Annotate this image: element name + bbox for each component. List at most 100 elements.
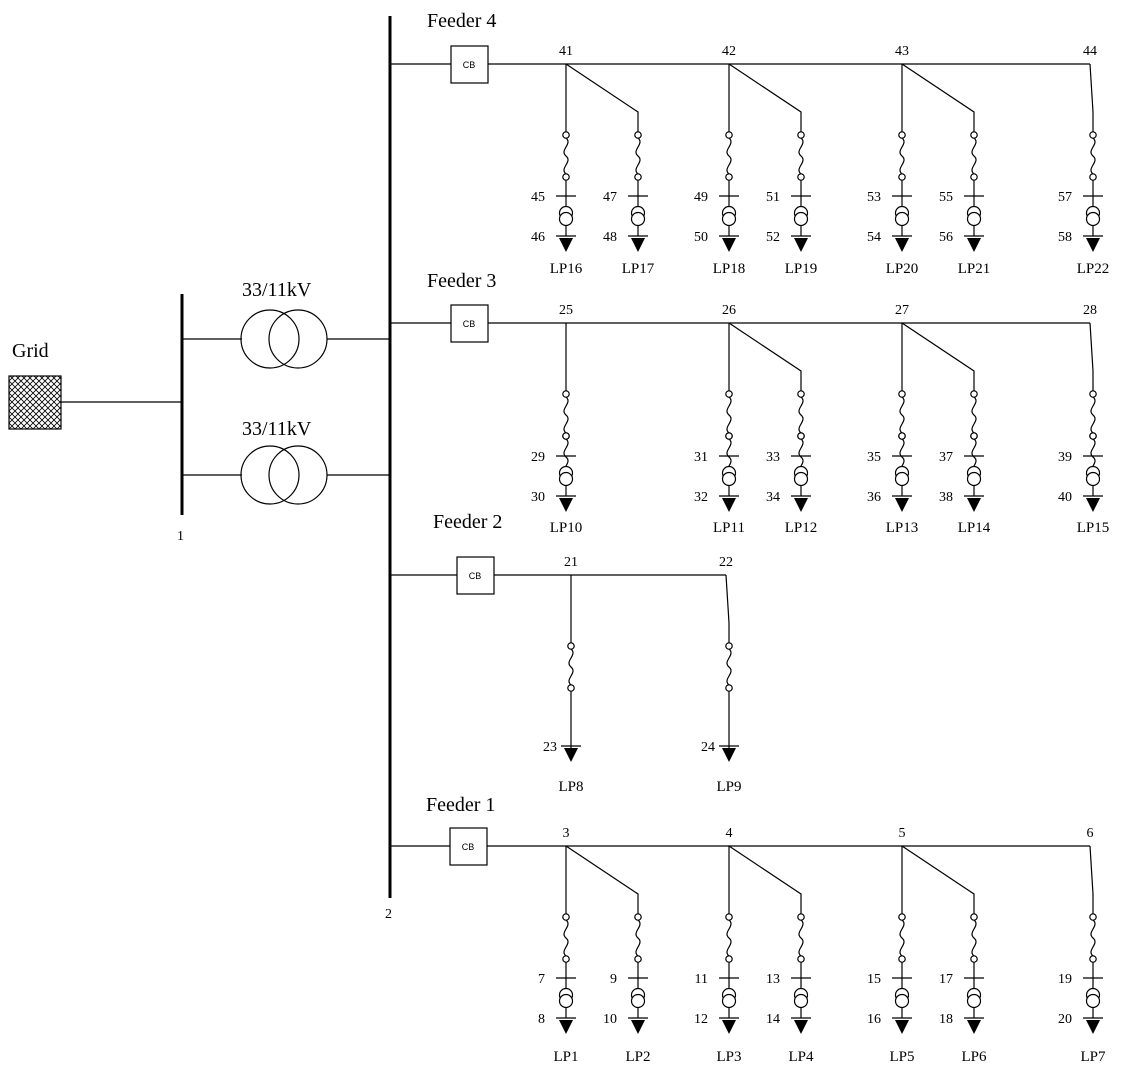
load-arrow bbox=[631, 1020, 645, 1034]
fuse-element bbox=[563, 396, 569, 434]
load-arrow bbox=[559, 238, 573, 252]
load-point-label: LP4 bbox=[788, 1049, 814, 1065]
node-label: 42 bbox=[722, 44, 736, 59]
node-label: 22 bbox=[719, 555, 733, 570]
load-point-label: LP11 bbox=[713, 520, 745, 536]
distribution-transformer-lower bbox=[793, 993, 809, 1009]
lv-node-label: 48 bbox=[603, 230, 617, 245]
fuse-element bbox=[1090, 919, 1096, 957]
lv-node-label: 12 bbox=[694, 1012, 708, 1027]
node-label: 43 bbox=[895, 44, 909, 59]
fuse-contact-top bbox=[970, 131, 978, 139]
fuse-element bbox=[568, 648, 574, 686]
lv-node-label: 14 bbox=[766, 1012, 780, 1027]
fuse-contact-top bbox=[725, 432, 733, 440]
hv-node-label: 11 bbox=[695, 972, 708, 987]
fuse-contact-bottom bbox=[797, 173, 805, 181]
load-arrow bbox=[1086, 498, 1100, 512]
node-label: 4 bbox=[726, 826, 733, 841]
fuse-contact-top bbox=[898, 390, 906, 398]
distribution-transformer-lower bbox=[966, 211, 982, 227]
load-arrow bbox=[895, 1020, 909, 1034]
fuse-contact-top bbox=[725, 642, 733, 650]
fuse-contact-top bbox=[898, 131, 906, 139]
lv-node-label: 34 bbox=[766, 490, 780, 505]
hv-node-label: 7 bbox=[538, 972, 545, 987]
transformer-2-secondary-winding bbox=[268, 445, 328, 505]
distribution-transformer-lower bbox=[894, 211, 910, 227]
fuse-contact-top bbox=[797, 432, 805, 440]
transformer-2: 33/11kV bbox=[182, 418, 390, 505]
fuse-contact-bottom bbox=[898, 173, 906, 181]
hv-node-label: 31 bbox=[694, 450, 708, 465]
load-point-label: LP14 bbox=[958, 520, 991, 536]
fuse-contact-top bbox=[898, 913, 906, 921]
lateral-branch-line bbox=[728, 845, 802, 914]
node-label: 44 bbox=[1083, 44, 1097, 59]
load-arrow bbox=[564, 748, 578, 762]
load-arrow bbox=[967, 1020, 981, 1034]
lv-node-label: 58 bbox=[1058, 230, 1072, 245]
distribution-transformer-lower bbox=[793, 211, 809, 227]
fuse-contact-top bbox=[567, 642, 575, 650]
hv-node-label: 23 bbox=[543, 740, 557, 755]
distribution-transformer-lower bbox=[966, 471, 982, 487]
lv-node-label: 32 bbox=[694, 490, 708, 505]
distribution-transformer-lower bbox=[894, 471, 910, 487]
fuse-contact-bottom bbox=[725, 955, 733, 963]
load-point-label: LP18 bbox=[713, 261, 746, 277]
hv-node-label: 17 bbox=[939, 972, 953, 987]
fuse-element bbox=[726, 396, 732, 434]
fuse-contact-top bbox=[1089, 913, 1097, 921]
load-point-label: LP13 bbox=[886, 520, 919, 536]
lv-node-label: 10 bbox=[603, 1012, 617, 1027]
circuit-breaker-label: CB bbox=[462, 842, 475, 852]
fuse-contact-bottom bbox=[725, 684, 733, 692]
lv-node-label: 40 bbox=[1058, 490, 1072, 505]
load-point-label: LP16 bbox=[550, 261, 583, 277]
hv-node-label: 15 bbox=[867, 972, 881, 987]
hv-node-label: 24 bbox=[701, 740, 715, 755]
hv-node-label: 53 bbox=[867, 190, 881, 205]
grid-label: Grid bbox=[12, 340, 49, 362]
lv-node-label: 36 bbox=[867, 490, 881, 505]
lv-node-label: 54 bbox=[867, 230, 881, 245]
fuse-element bbox=[971, 919, 977, 957]
fuse-element bbox=[798, 137, 804, 175]
node-label: 6 bbox=[1087, 826, 1094, 841]
fuse-contact-bottom bbox=[970, 955, 978, 963]
load-arrow bbox=[794, 498, 808, 512]
lv-node-label: 18 bbox=[939, 1012, 953, 1027]
load-arrow bbox=[722, 748, 736, 762]
lv-node-label: 8 bbox=[538, 1012, 545, 1027]
lateral-branch-line bbox=[565, 845, 639, 914]
fuse-element bbox=[899, 919, 905, 957]
load-point-label: LP5 bbox=[889, 1049, 914, 1065]
fuse-contact-bottom bbox=[725, 173, 733, 181]
fuse-element bbox=[563, 137, 569, 175]
distribution-transformer-lower bbox=[1085, 993, 1101, 1009]
fuse-contact-top bbox=[562, 131, 570, 139]
load-point-label: LP12 bbox=[785, 520, 818, 536]
fuse-contact-bottom bbox=[898, 955, 906, 963]
lateral-branch-line bbox=[728, 63, 802, 132]
load-point-label: LP10 bbox=[550, 520, 583, 536]
load-point-label: LP19 bbox=[785, 261, 818, 277]
lv-node-label: 16 bbox=[867, 1012, 881, 1027]
distribution-transformer-lower bbox=[630, 211, 646, 227]
lv-node-label: 20 bbox=[1058, 1012, 1072, 1027]
bus-1-label: 1 bbox=[177, 529, 184, 544]
distribution-transformer-lower bbox=[558, 993, 574, 1009]
